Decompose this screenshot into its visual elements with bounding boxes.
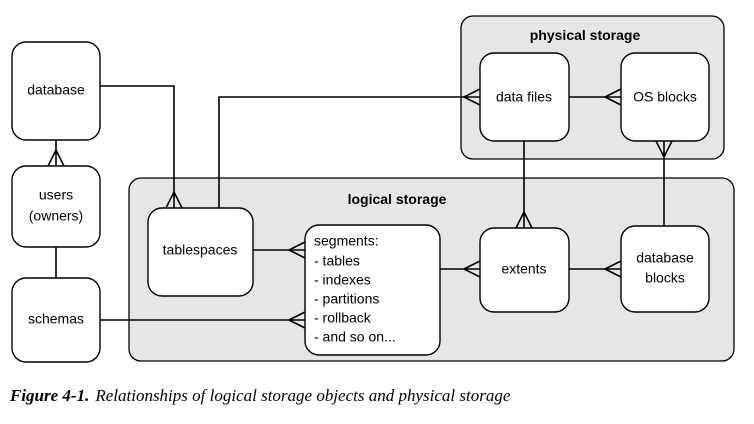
users-node: users (owners) (11, 165, 101, 248)
crow-foot (655, 140, 665, 158)
os-blocks-box (620, 52, 710, 142)
database-box (11, 41, 101, 141)
extents-node: extents (479, 227, 570, 313)
crow-foot (663, 140, 673, 158)
extents-label: extents (501, 261, 546, 277)
crow-foot (604, 268, 622, 278)
schemas-label: schemas (28, 311, 84, 327)
tablespaces-node: tablespaces (147, 207, 254, 297)
crow-foot (463, 260, 481, 270)
database-blocks-label-line1: database (636, 250, 694, 266)
crow-foot (55, 149, 65, 167)
schemas-box (11, 277, 101, 363)
segments-label-line1: segments: (314, 233, 379, 249)
figure-caption-text: Relationships of logical storage objects… (95, 386, 511, 405)
segments-label-line3: - indexes (314, 272, 371, 288)
database-blocks-box (620, 225, 710, 313)
crow-foot (463, 96, 481, 106)
data-files-node: data files (479, 52, 570, 142)
crow-foot (165, 191, 175, 209)
crow-foot (604, 88, 622, 98)
crow-foot (288, 319, 306, 329)
database-label: database (27, 82, 85, 98)
crow-foot (463, 268, 481, 278)
storage-relationship-diagram: physical storage logical storage (11, 15, 735, 363)
figure-number: Figure 4-1. (10, 386, 90, 405)
connectors (47, 85, 673, 329)
crow-foot (47, 149, 57, 167)
tablespaces-label: tablespaces (163, 242, 238, 258)
data-files-label: data files (496, 89, 552, 105)
connector-database-tablespaces (100, 85, 175, 208)
crow-foot (173, 191, 183, 209)
segments-label-line4: - partitions (314, 291, 379, 307)
logical-storage-title: logical storage (348, 191, 447, 207)
segments-node: segments: - tables - indexes - partition… (304, 224, 441, 356)
users-label-line1: users (39, 187, 73, 203)
crow-foot (523, 211, 533, 229)
physical-storage-title: physical storage (530, 27, 641, 43)
crow-foot (288, 311, 306, 321)
os-blocks-node: OS blocks (620, 52, 710, 142)
users-label-line2: (owners) (29, 208, 83, 224)
users-box (11, 165, 101, 248)
database-node: database (11, 41, 101, 141)
segments-label-line6: - and so on... (314, 329, 396, 345)
crow-foot (288, 241, 306, 251)
database-blocks-label-line2: blocks (645, 270, 685, 286)
crow-foot (515, 211, 525, 229)
extents-box (479, 227, 570, 313)
segments-box (304, 224, 441, 356)
crow-foot (604, 260, 622, 270)
segments-label-line2: - tables (314, 253, 360, 269)
crow-foot (463, 88, 481, 98)
database-blocks-node: database blocks (620, 225, 710, 313)
crow-foot (604, 96, 622, 106)
figure-caption: Figure 4-1. Relationships of logical stor… (10, 386, 510, 406)
schemas-node: schemas (11, 277, 101, 363)
data-files-box (479, 52, 570, 142)
os-blocks-label: OS blocks (633, 89, 697, 105)
connector-tablespaces-datafiles (218, 96, 480, 208)
tablespaces-box (147, 207, 254, 297)
crow-foot (288, 249, 306, 259)
segments-label-line5: - rollback (314, 310, 372, 326)
